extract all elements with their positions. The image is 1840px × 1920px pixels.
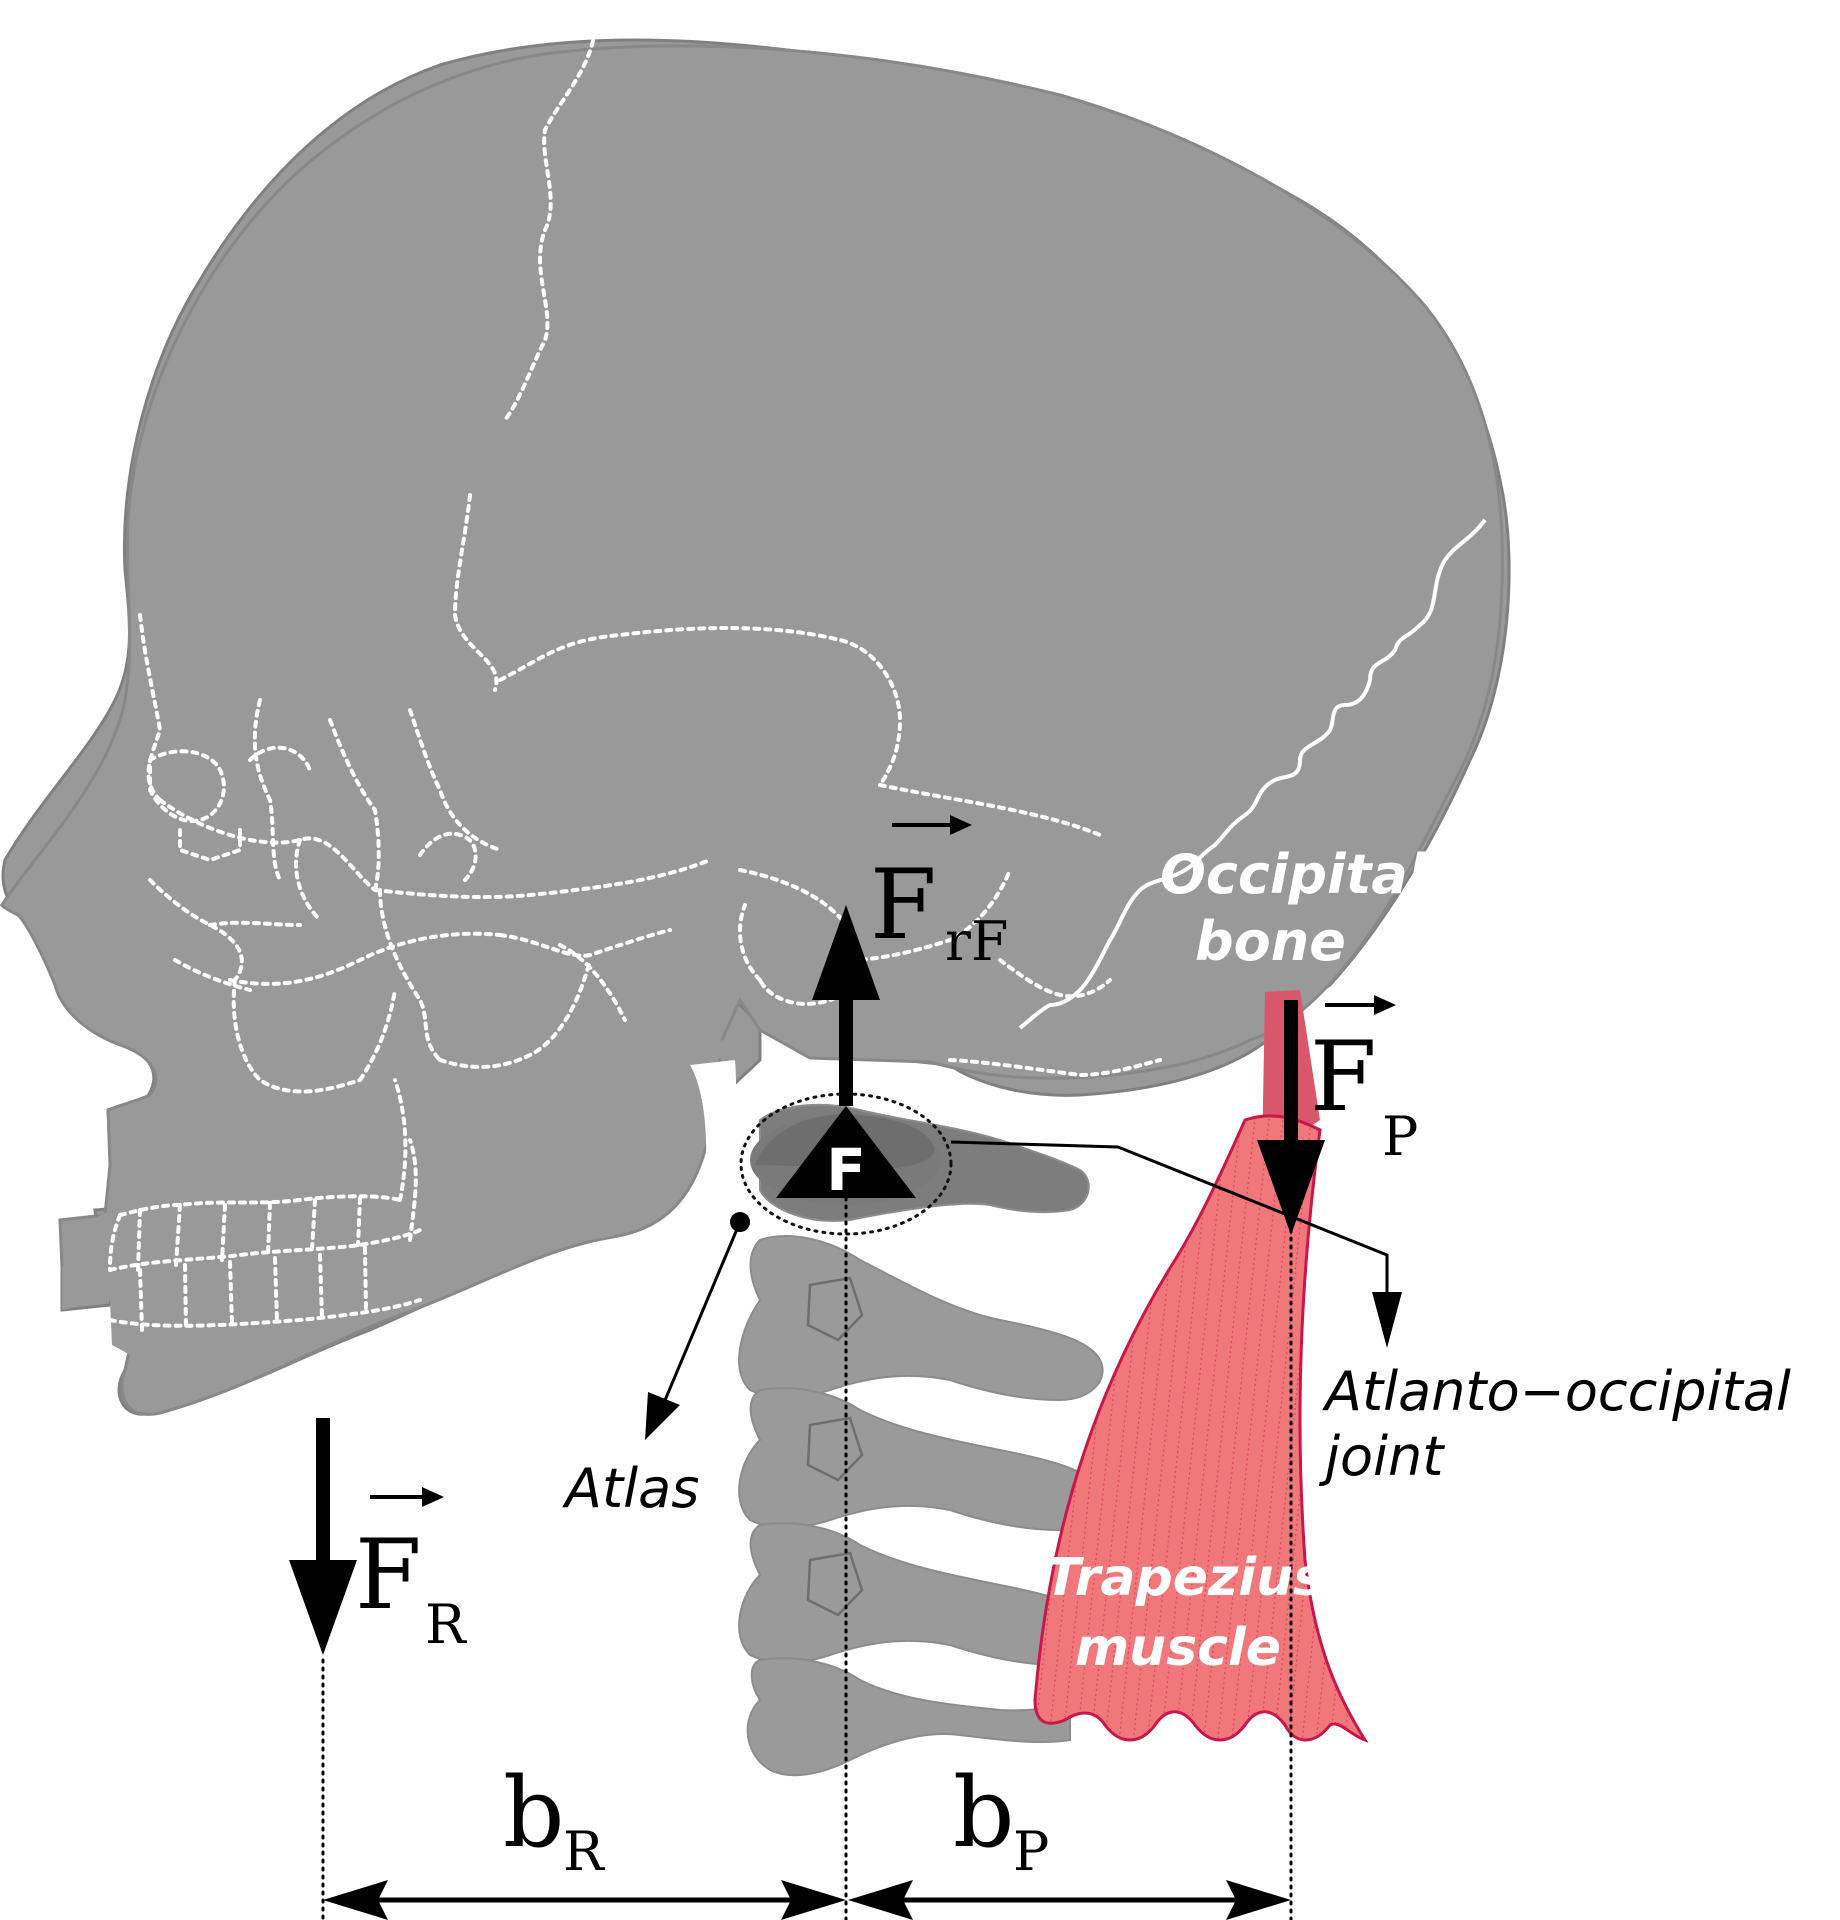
fulcrum-triangle bbox=[776, 1106, 916, 1198]
vertebra-c2 bbox=[738, 1235, 1104, 1402]
force-label-r-main: F bbox=[355, 1519, 422, 1631]
force-label-rf-main: F bbox=[870, 849, 937, 961]
atlas-leader-dot bbox=[730, 1212, 750, 1232]
force-label-p-main: F bbox=[1310, 1021, 1377, 1133]
lever-arm-label-p-main: b bbox=[953, 1757, 1014, 1869]
occipital-bone-label: Occipital bone bbox=[1160, 843, 1428, 973]
lever-arm-label-p: b P bbox=[953, 1757, 1049, 1883]
force-label-r: F R bbox=[355, 1487, 467, 1656]
lever-arm-dimensions bbox=[323, 1880, 1291, 1920]
lever-arm-label-r-sub: R bbox=[563, 1820, 605, 1883]
leader-lines bbox=[661, 1140, 1389, 1406]
force-label-rf: F rF bbox=[870, 815, 1008, 973]
bp-right-arrowhead bbox=[1226, 1880, 1291, 1920]
mandible bbox=[62, 1050, 712, 1360]
force-label-r-sub: R bbox=[425, 1593, 467, 1656]
occipital-bone-label-line1: Occipital bbox=[1160, 843, 1428, 906]
fulcrum-label: F bbox=[826, 1136, 866, 1204]
vector-arrow-p bbox=[1325, 995, 1396, 1015]
atlas-leader bbox=[661, 1221, 742, 1406]
vertebra-c3 bbox=[738, 1387, 1104, 1532]
lambdoid-suture bbox=[1018, 518, 1487, 1030]
occipital-bone-label-line2: bone bbox=[1195, 910, 1346, 973]
skull-sutures bbox=[108, 28, 1162, 1332]
vertebra-c5 bbox=[746, 1657, 1071, 1777]
br-left-arrowhead bbox=[323, 1880, 388, 1920]
atlas-label: Atlas bbox=[562, 1457, 699, 1520]
vector-arrow-r bbox=[370, 1487, 444, 1507]
joint-leader-arrowhead bbox=[1372, 1292, 1402, 1348]
trapezius-label-line1: Trapezius bbox=[1045, 1548, 1324, 1608]
ramus bbox=[560, 1030, 690, 1240]
trapezius-label: Trapezius muscle bbox=[1045, 1548, 1324, 1678]
joint-label-line1: Atlanto−occipital bbox=[1322, 1360, 1791, 1423]
joint-label-line2: joint bbox=[1318, 1425, 1445, 1488]
force-label-p-sub: P bbox=[1382, 1105, 1418, 1168]
vector-arrow-rf bbox=[892, 815, 972, 835]
vertebra-c4 bbox=[738, 1522, 1104, 1667]
lever-arm-label-r: b R bbox=[503, 1757, 605, 1883]
lever-arm-label-r-main: b bbox=[503, 1757, 564, 1869]
force-arrow-p bbox=[1257, 1000, 1325, 1235]
reference-lines bbox=[321, 1196, 1293, 1920]
force-label-p: F P bbox=[1310, 995, 1418, 1168]
joint-leader bbox=[950, 1140, 1389, 1295]
force-arrow-rf bbox=[812, 905, 880, 1106]
ramus-gap bbox=[690, 1060, 737, 1210]
fulcrum: F bbox=[776, 1106, 916, 1204]
force-arrow-r bbox=[289, 1418, 357, 1655]
atlas-leader-arrowhead bbox=[645, 1392, 680, 1440]
mandible-notch bbox=[716, 1035, 742, 1060]
lever-arm-label-p-sub: P bbox=[1013, 1820, 1049, 1883]
trapezius-fibers bbox=[1035, 1115, 1365, 1740]
br-right-arrowhead bbox=[781, 1880, 846, 1920]
skull bbox=[0, 28, 1511, 1416]
bp-left-arrowhead bbox=[848, 1880, 913, 1920]
force-label-rf-sub: rF bbox=[945, 910, 1008, 973]
trapezius-label-line2: muscle bbox=[1075, 1618, 1281, 1678]
joint-label: Atlanto−occipital joint bbox=[1318, 1360, 1791, 1488]
